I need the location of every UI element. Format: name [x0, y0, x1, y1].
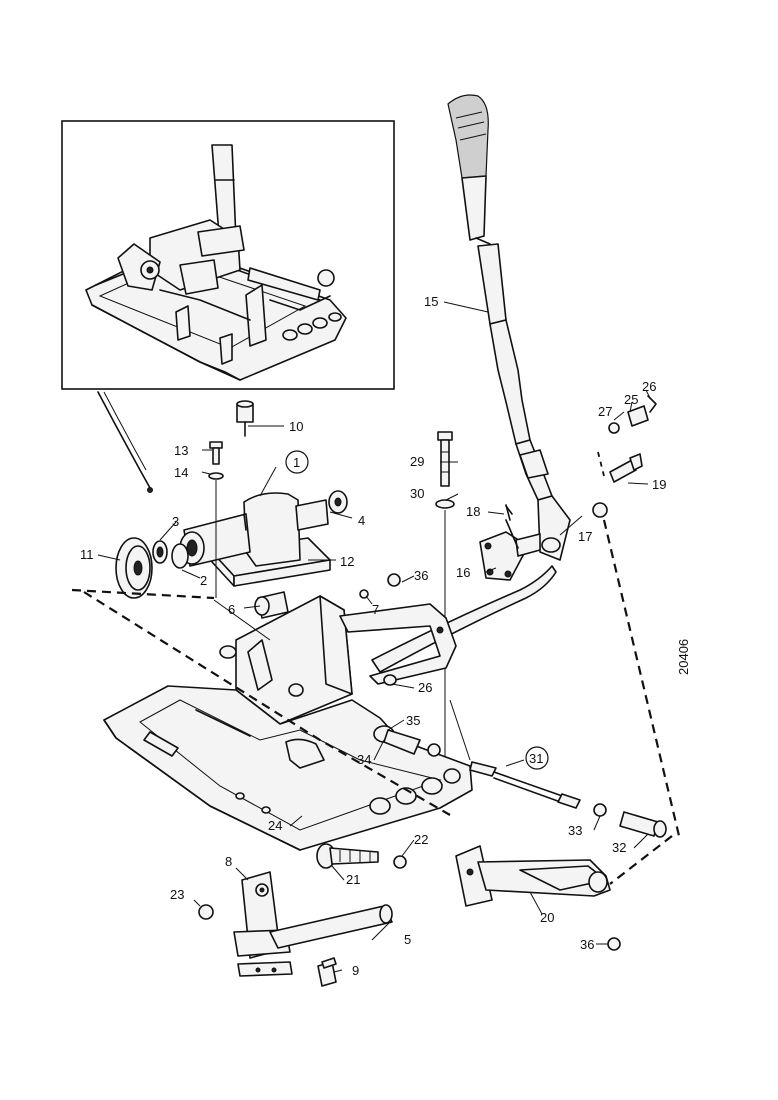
callout-14: 14 [174, 465, 188, 480]
nut-27 [608, 422, 620, 434]
bolt-19 [609, 453, 643, 483]
callout-12: 12 [340, 554, 354, 569]
callout-34: 34 [357, 752, 371, 767]
link-rod [371, 565, 557, 673]
selector-arm [339, 603, 457, 685]
nut-33 [593, 803, 607, 817]
assembly-guide-lines [71, 451, 682, 885]
callout-31: 31 [529, 751, 543, 766]
callout-23: 23 [170, 887, 184, 902]
callout-22: 22 [414, 832, 428, 847]
callout-33: 33 [568, 823, 582, 838]
callout-3: 3 [172, 514, 179, 529]
stud-10 [236, 400, 254, 437]
callout-13: 13 [174, 443, 188, 458]
knob-disc [115, 537, 153, 599]
callout-21: 21 [346, 872, 360, 887]
callout-5: 5 [404, 932, 411, 947]
callout-36-bottom: 36 [580, 937, 594, 952]
callout-6: 6 [228, 602, 235, 617]
callout-labels: 1 2 3 4 5 6 7 8 9 10 11 12 13 14 15 16 1… [80, 294, 666, 978]
nut-22 [393, 855, 407, 869]
selector-lever-20 [455, 845, 611, 907]
leader-lines [97, 301, 651, 973]
callout-26-mid: 26 [418, 680, 432, 695]
callout-19: 19 [652, 477, 666, 492]
inset-pointer-line [97, 391, 151, 489]
nut-36 [387, 573, 401, 587]
bush-25 [627, 405, 649, 427]
nut-36b [607, 937, 621, 951]
gear-lever [447, 94, 571, 561]
callout-2: 2 [200, 573, 207, 588]
callout-36-top: 36 [414, 568, 428, 583]
callout-35: 35 [406, 713, 420, 728]
callout-17: 17 [578, 529, 592, 544]
callout-29: 29 [410, 454, 424, 469]
nut-23 [198, 904, 214, 920]
rod-31 [469, 761, 581, 809]
bolt-9 [317, 957, 337, 987]
callout-9: 9 [352, 963, 359, 978]
pin-32 [619, 811, 667, 838]
callout-24: 24 [268, 818, 282, 833]
callout-15: 15 [424, 294, 438, 309]
ball-joint-34 [373, 725, 441, 757]
callout-10: 10 [289, 419, 303, 434]
callout-26-top: 26 [642, 379, 656, 394]
callout-18: 18 [466, 504, 480, 519]
shaft-5 [269, 904, 393, 949]
callout-27: 27 [598, 404, 612, 419]
selector-plate [479, 504, 541, 581]
callout-32: 32 [612, 840, 626, 855]
callout-1: 1 [293, 455, 300, 470]
bracket-8 [233, 871, 293, 977]
callout-16: 16 [456, 565, 470, 580]
callout-30: 30 [410, 486, 424, 501]
inset-assembly-view [61, 120, 395, 390]
bolt-29 [435, 431, 455, 760]
callout-7: 7 [372, 602, 379, 617]
clip-26 [647, 395, 657, 413]
callout-4: 4 [358, 513, 365, 528]
callout-20: 20 [540, 910, 554, 925]
callout-11: 11 [80, 547, 94, 562]
bolt-13 [208, 441, 224, 598]
bushing [171, 543, 189, 569]
callout-8: 8 [225, 854, 232, 869]
reference-number: 20406 [676, 639, 691, 675]
nut-17 [592, 502, 608, 518]
callout-25: 25 [624, 392, 638, 407]
clamp-6 [254, 591, 289, 619]
rod-end-21 [316, 843, 379, 869]
